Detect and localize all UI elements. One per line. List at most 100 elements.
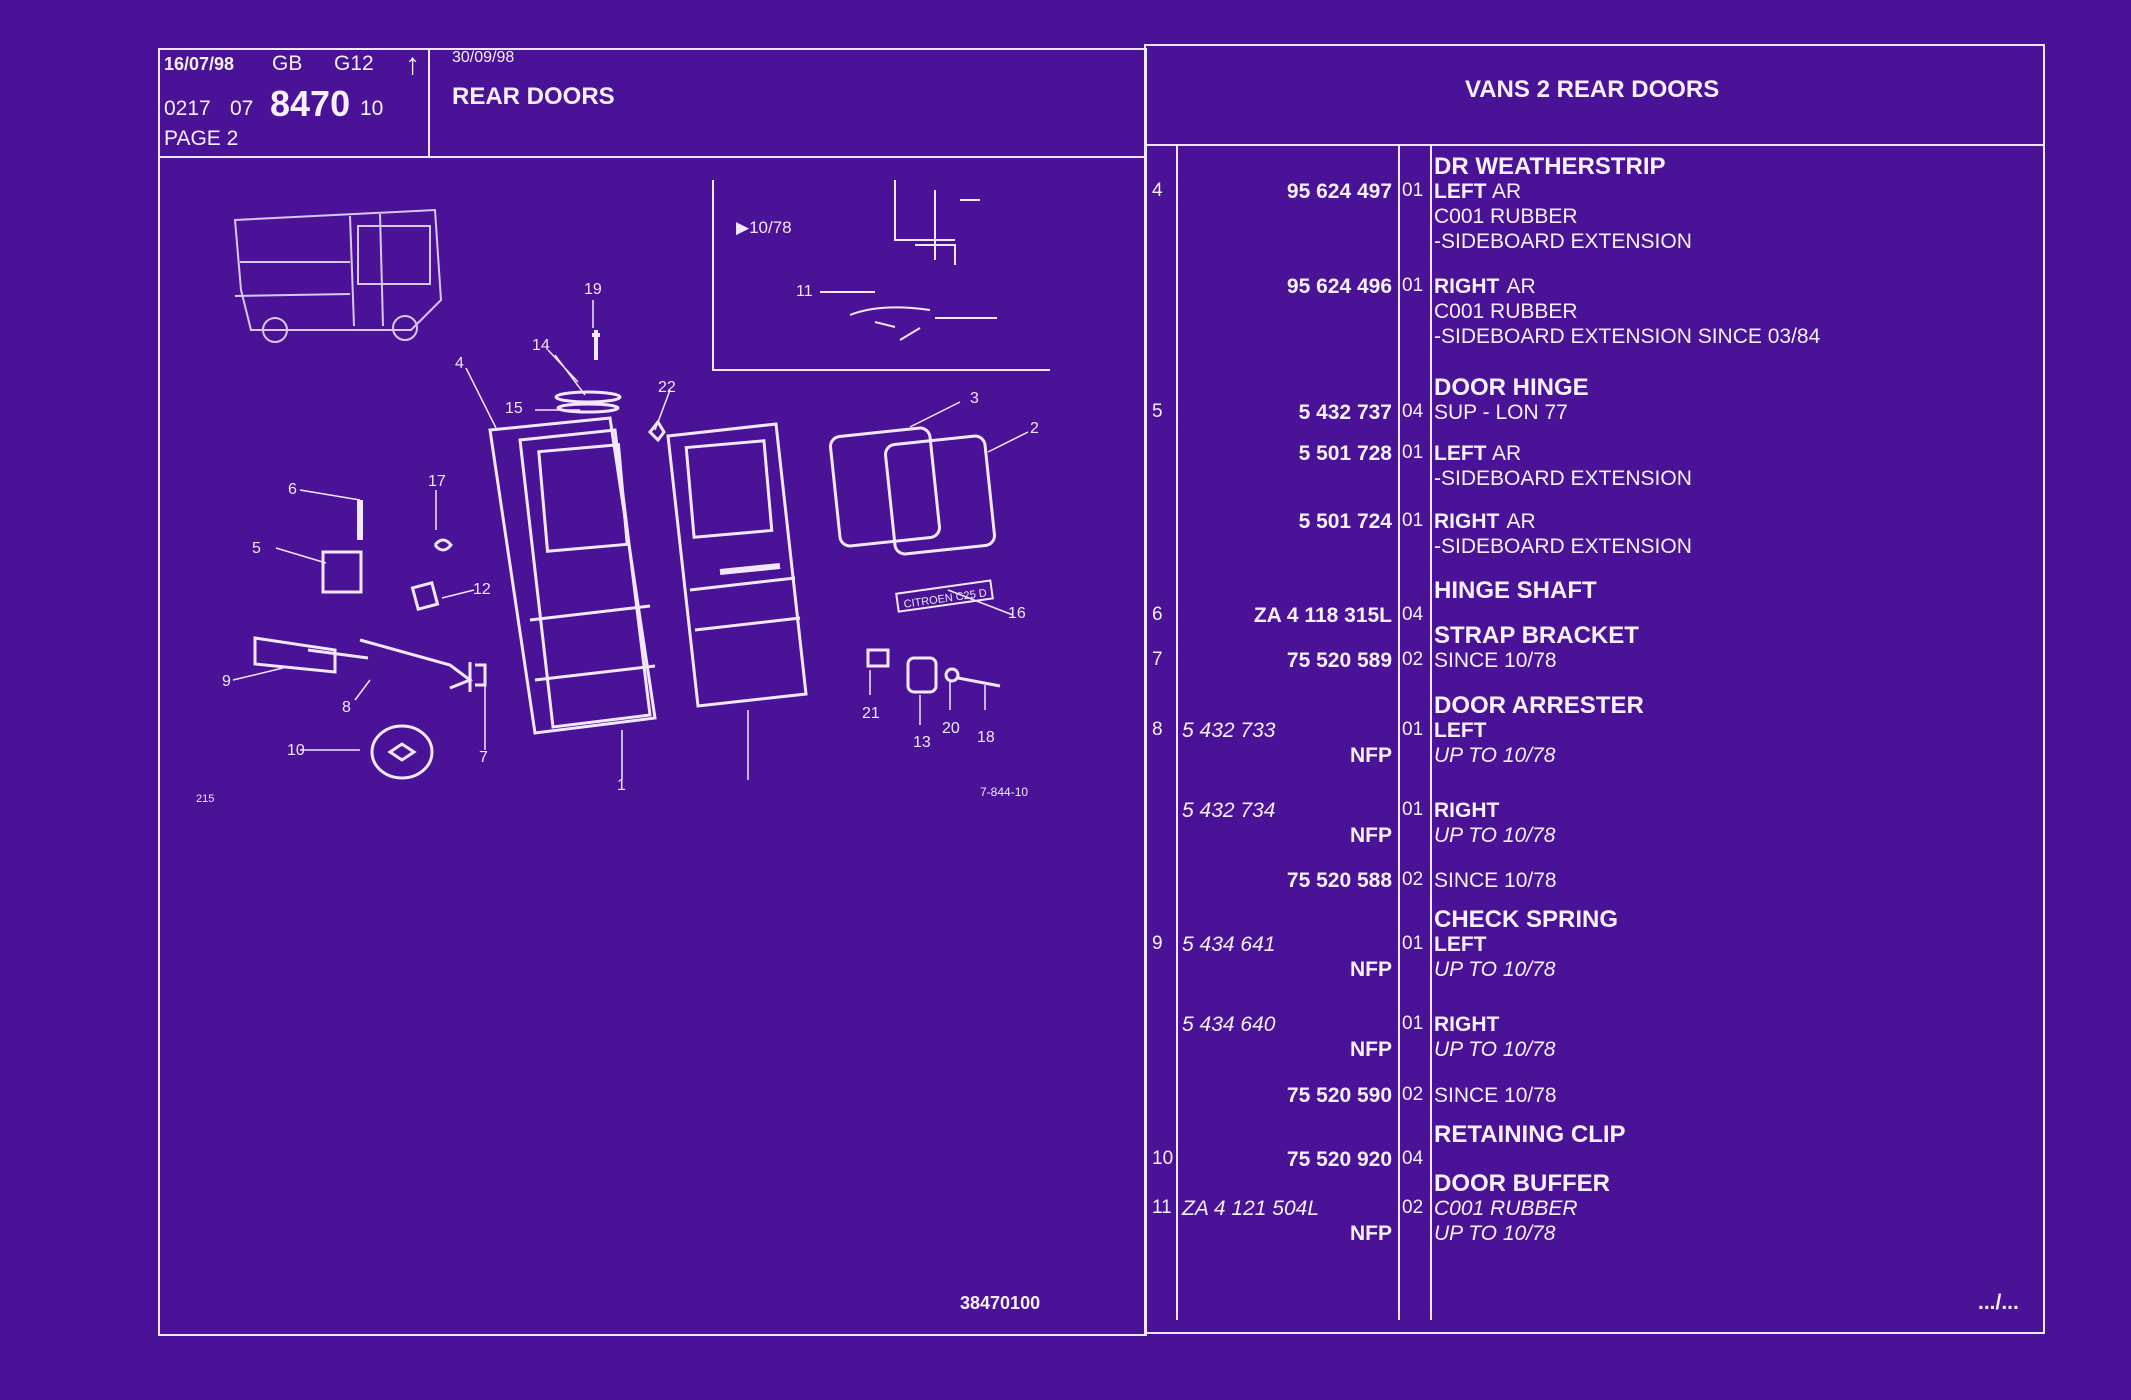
part-number: 5 432 733	[1182, 719, 1276, 742]
part-description: LEFT	[1434, 933, 1487, 956]
inset-note: ▶10/78	[736, 218, 792, 237]
callout-19: 19	[584, 281, 602, 298]
part-description: C001 RUBBER	[1434, 205, 1578, 228]
part-description: HINGE SHAFT	[1434, 577, 1597, 604]
part-qty: 04	[1402, 604, 1424, 625]
callout-20: 20	[942, 720, 960, 737]
part-description: SUP - LON 77	[1434, 401, 1568, 424]
header-page: PAGE 2	[164, 127, 239, 150]
part-qty: 04	[1402, 1148, 1424, 1169]
part-description: SINCE 10/78	[1434, 1084, 1557, 1107]
part-description: UP TO 10/78	[1434, 744, 1556, 767]
vehicle-title: VANS 2 REAR DOORS	[1465, 76, 1720, 103]
part-number: 5 432 737	[1298, 401, 1392, 424]
header-date2: 30/09/98	[452, 49, 515, 66]
part-description: RIGHT	[1434, 275, 1500, 298]
part-number: 95 624 497	[1286, 180, 1392, 203]
callout-numbers: 1 2 3 4 5 6 7 8 9 10 11 12 13 14 15 16 1…	[222, 281, 1039, 794]
part-qty: 01	[1402, 1013, 1424, 1034]
part-description: CHECK SPRING	[1434, 906, 1619, 933]
part-description: DOOR BUFFER	[1434, 1170, 1610, 1197]
part-ref: 8	[1152, 719, 1163, 740]
part-qty: 01	[1402, 180, 1424, 201]
right-panel-frame	[1144, 44, 2045, 1334]
callout-2: 2	[1030, 420, 1039, 437]
part-ref: 4	[1152, 180, 1163, 201]
header-ref-b: 07	[230, 97, 254, 120]
part-description: UP TO 10/78	[1434, 1222, 1556, 1245]
part-number: 75 520 920	[1286, 1148, 1392, 1171]
part-description-suffix: AR	[1506, 275, 1536, 298]
callout-12: 12	[473, 581, 491, 598]
callout-7: 7	[479, 749, 488, 766]
callout-15: 15	[505, 400, 523, 417]
part-nfp: NFP	[1350, 744, 1392, 767]
qty-column-divider	[1430, 146, 1432, 1320]
part-number: 5 501 728	[1298, 442, 1392, 465]
part-description: DOOR ARRESTER	[1434, 692, 1644, 719]
part-description: C001 RUBBER	[1434, 1197, 1578, 1220]
part-nfp: NFP	[1350, 824, 1392, 847]
part-number: 75 520 588	[1286, 869, 1392, 892]
corner-right-mark: 7-844-10	[980, 785, 1028, 799]
callout-10: 10	[287, 742, 305, 759]
callout-11: 11	[796, 283, 813, 300]
part-description: -SIDEBOARD EXTENSION	[1434, 467, 1692, 490]
part-number: 75 520 590	[1286, 1084, 1392, 1107]
part-description: -SIDEBOARD EXTENSION SINCE 03/84	[1434, 325, 1821, 348]
leader-lines	[232, 300, 1029, 780]
part-qty: 01	[1402, 933, 1424, 954]
section-title: REAR DOORS	[452, 83, 615, 110]
callout-13: 13	[913, 734, 931, 751]
header-ref-c: 10	[360, 97, 384, 120]
callout-22: 22	[658, 379, 676, 396]
part-description: SINCE 10/78	[1434, 649, 1557, 672]
part-qty: 02	[1402, 1197, 1424, 1218]
part-number: 5 434 640	[1182, 1013, 1276, 1036]
small-parts	[253, 330, 1001, 780]
callout-9: 9	[222, 673, 231, 690]
part-description: LEFT	[1434, 442, 1487, 465]
callout-1: 1	[617, 777, 626, 794]
part-qty: 02	[1402, 1084, 1424, 1105]
left-header-divider	[158, 156, 1145, 158]
part-description: DR WEATHERSTRIP	[1434, 153, 1666, 180]
part-description: RIGHT	[1434, 510, 1500, 533]
part-description: UP TO 10/78	[1434, 958, 1556, 981]
part-number: 95 624 496	[1286, 275, 1392, 298]
callout-21: 21	[862, 705, 880, 722]
part-description: RETAINING CLIP	[1434, 1121, 1626, 1148]
part-number: 5 434 641	[1182, 933, 1276, 956]
part-description: -SIDEBOARD EXTENSION	[1434, 230, 1692, 253]
callout-3: 3	[970, 390, 979, 407]
callout-8: 8	[342, 699, 351, 716]
callout-4: 4	[455, 355, 464, 372]
van-silhouette	[233, 208, 443, 343]
part-description-suffix: AR	[1492, 442, 1522, 465]
continue-mark: .../...	[1978, 1291, 2019, 1314]
header-date: 16/07/98	[164, 54, 235, 74]
callout-5: 5	[252, 540, 261, 557]
part-description: RIGHT	[1434, 799, 1500, 822]
part-ref: 9	[1152, 933, 1163, 954]
header-country: GB	[272, 52, 303, 75]
callout-14: 14	[532, 337, 550, 354]
header-code: G12	[334, 52, 374, 75]
right-header-divider	[1144, 144, 2043, 146]
right-door	[666, 422, 808, 708]
part-qty: 02	[1402, 649, 1424, 670]
part-ref: 10	[1152, 1148, 1174, 1169]
left-panel-frame	[158, 48, 1147, 1336]
part-number: 5 432 734	[1182, 799, 1276, 822]
part-ref: 5	[1152, 401, 1163, 422]
part-qty: 01	[1402, 799, 1424, 820]
part-description-suffix: AR	[1506, 510, 1536, 533]
part-description: UP TO 10/78	[1434, 1038, 1556, 1061]
left-door	[488, 416, 657, 735]
part-description: LEFT	[1434, 180, 1487, 203]
part-qty: 01	[1402, 510, 1424, 531]
part-description: RIGHT	[1434, 1013, 1500, 1036]
header-ref-big: 8470	[270, 83, 351, 124]
part-number: 75 520 589	[1286, 649, 1392, 672]
